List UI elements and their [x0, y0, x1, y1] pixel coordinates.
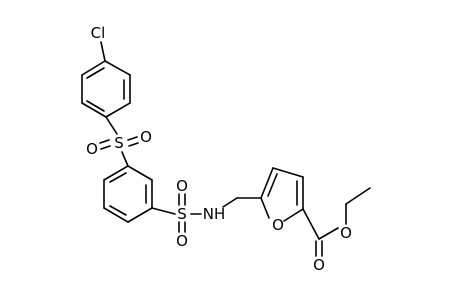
sulfonyl-o-right-label: O	[140, 128, 152, 146]
sulfonamide-s-atom-label: S	[177, 205, 187, 223]
sulfonamide-o-top-label: O	[176, 177, 188, 195]
sulfonamide-o-bottom-label: O	[176, 232, 188, 250]
ester-o-atom-label: O	[340, 224, 352, 242]
upper-sulfonyl-bonds	[99, 136, 139, 150]
c-cl-bond	[100, 41, 106, 62]
furan-o-atom-label: O	[272, 216, 284, 234]
chlorine-atom-label: Cl	[91, 24, 106, 42]
ethyl-bond	[345, 187, 371, 205]
ring-sulfonamide-bond	[151, 207, 176, 215]
sulfonamide-so-bonds	[178, 193, 186, 233]
s-ring-bond	[121, 151, 129, 167]
carbonyl-o-atom-label: O	[313, 256, 325, 274]
carbonyl-ester-o-bond	[318, 227, 339, 240]
furan-ring	[260, 167, 304, 222]
benzene-ring	[103, 165, 153, 223]
chlorophenyl-ring	[81, 60, 131, 118]
amine-nh-label: NH	[203, 205, 226, 223]
sulfonyl-o-left-label: O	[86, 140, 98, 158]
furan-carbonyl-bond	[302, 208, 320, 240]
n-ch2-bond	[222, 197, 238, 208]
ring-s-bond	[105, 116, 118, 135]
sulfonyl-s-atom-label: S	[114, 134, 124, 152]
